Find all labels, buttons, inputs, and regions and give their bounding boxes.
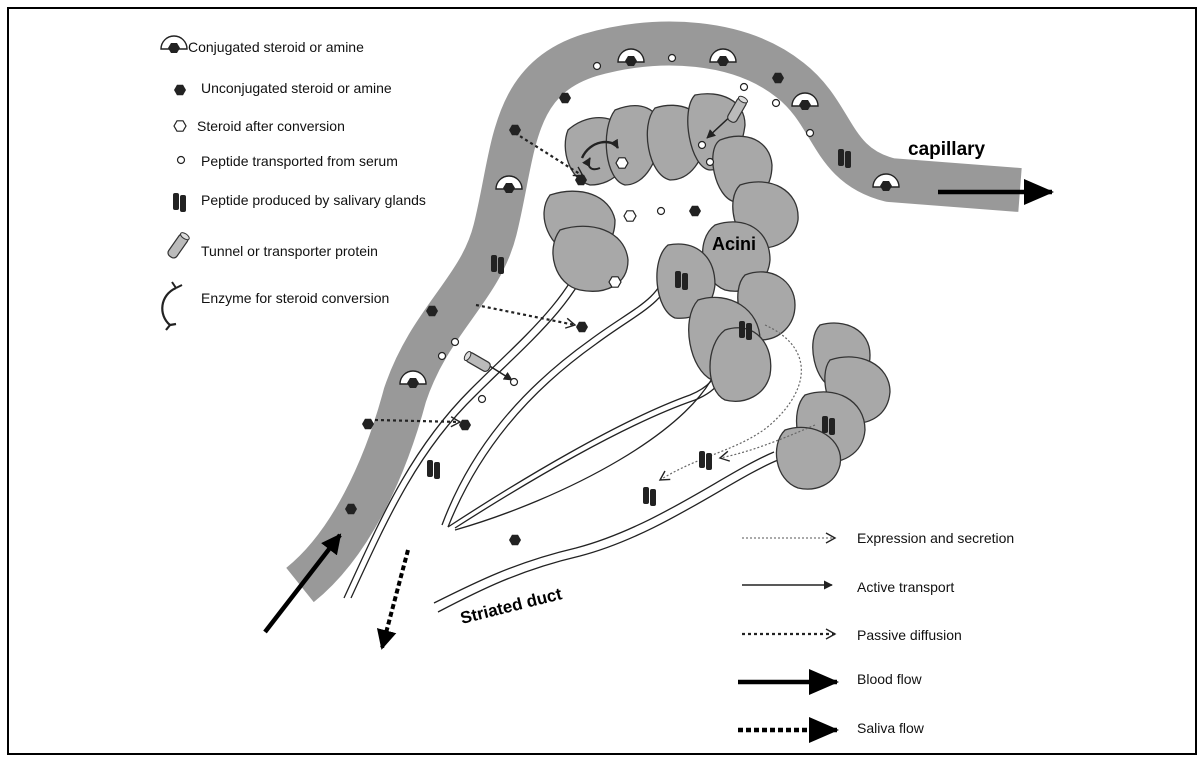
legend-label: Passive diffusion [857, 627, 962, 643]
serum-peptide [452, 339, 459, 346]
unconjugated-molecule [689, 206, 701, 216]
saliva-flow-arrow [382, 550, 408, 648]
serum-peptide [773, 100, 780, 107]
legend-label: Saliva flow [857, 720, 925, 736]
gland-peptide-icon [173, 193, 186, 212]
legend-label: Blood flow [857, 671, 922, 687]
gland-peptide [643, 487, 656, 506]
conjugated-icon [161, 36, 187, 53]
legend-label: Peptide produced by salivary glands [201, 192, 426, 208]
legend-top: Conjugated steroid or amine Unconjugated… [161, 36, 426, 330]
unconjugated-molecule [459, 420, 471, 430]
converted-steroid-icon [174, 121, 186, 131]
legend-label: Conjugated steroid or amine [188, 39, 364, 55]
serum-peptide [669, 55, 676, 62]
unconjugated-molecule [509, 535, 521, 545]
transporter-protein [463, 350, 492, 372]
acini-label: Acini [712, 234, 756, 254]
serum-peptide [479, 396, 486, 403]
converted-steroid [616, 158, 628, 168]
serum-peptide [439, 353, 446, 360]
passive-diffusion-arrow [476, 305, 575, 325]
serum-peptide [707, 159, 714, 166]
legend-bottom: Expression and secretion Active transpor… [738, 530, 1014, 736]
legend-label: Expression and secretion [857, 530, 1014, 546]
legend-label: Unconjugated steroid or amine [201, 80, 392, 96]
transporter-icon [166, 231, 190, 259]
legend-label: Active transport [857, 579, 954, 595]
legend-label: Peptide transported from serum [201, 153, 398, 169]
converted-steroid [624, 211, 636, 221]
serum-peptide [807, 130, 814, 137]
gland-peptide [699, 451, 712, 470]
legend-label: Tunnel or transporter protein [201, 243, 378, 259]
unconjugated-icon [174, 85, 186, 95]
serum-peptide-icon [178, 157, 185, 164]
gland-peptide [427, 460, 440, 479]
serum-peptide [658, 208, 665, 215]
converted-steroid [609, 277, 621, 287]
legend-label: Enzyme for steroid conversion [201, 290, 389, 306]
serum-peptide [594, 63, 601, 70]
capillary-label: capillary [908, 139, 986, 160]
enzyme-icon [162, 282, 182, 330]
legend-label: Steroid after conversion [197, 118, 345, 134]
serum-peptide [511, 379, 518, 386]
unconjugated-molecule [576, 322, 588, 332]
serum-peptide [699, 142, 706, 149]
striated-duct-label: Striated duct [458, 584, 564, 628]
serum-peptide [741, 84, 748, 91]
